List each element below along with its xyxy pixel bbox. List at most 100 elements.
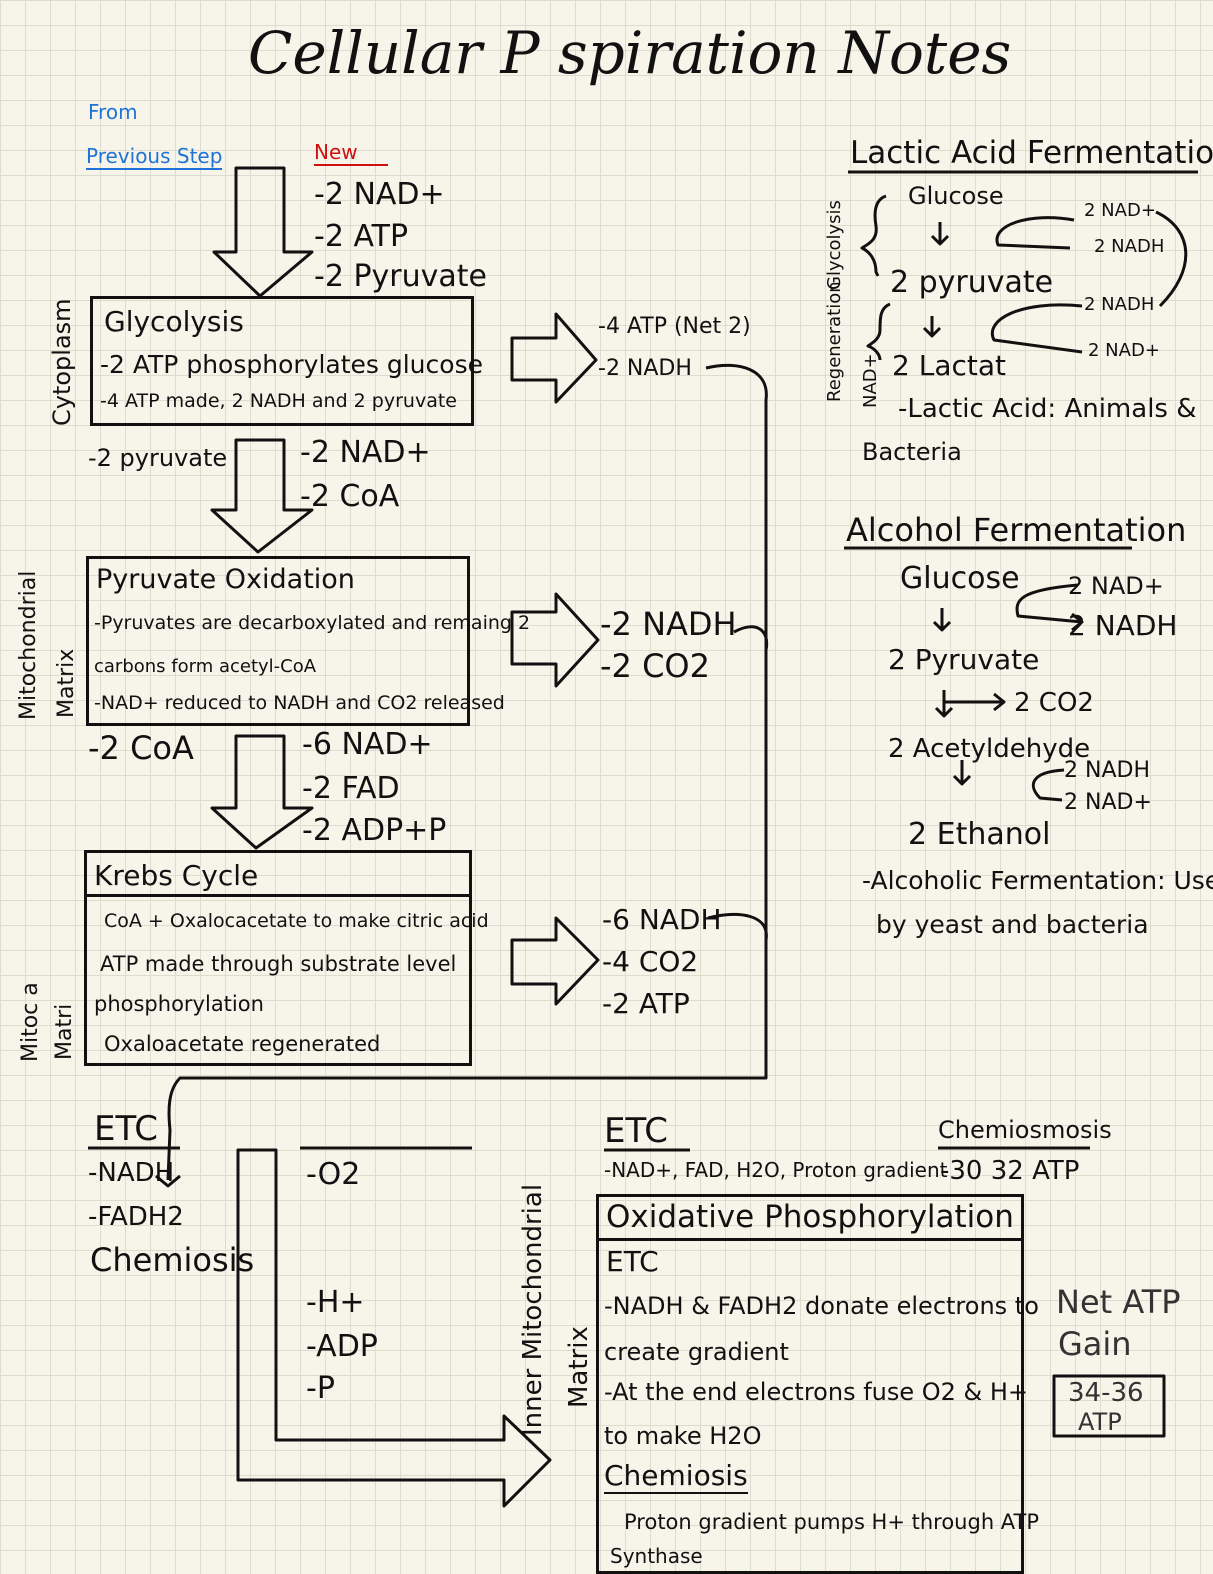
lactic-side-label-nad: NAD+: [860, 353, 881, 408]
oxphos-header-divider: [596, 1238, 1024, 1241]
l-arrow: [236, 1148, 552, 1508]
etc-input-chemiosis: Chemiosis: [90, 1241, 255, 1279]
pyruvate-oxidation-output-co2: -2 CO2: [600, 647, 710, 685]
oxphos-line-2: create gradient: [604, 1338, 789, 1366]
pyruvate-oxidation-line-2: carbons form acetyl-CoA: [94, 656, 317, 677]
inner-mito-label-a: Inner Mitochondrial: [518, 1183, 548, 1436]
alcohol-glucose: Glucose: [900, 561, 1020, 596]
krebs-input-adp: -2 ADP+P: [302, 813, 447, 848]
oxphos-line-3: -At the end electrons fuse O2 & H+: [604, 1378, 1029, 1406]
oxphos-chemiosis-line-2: Synthase: [610, 1544, 703, 1568]
alcohol-heading: Alcohol Fermentation: [846, 511, 1187, 549]
alcohol-co2: 2 CO2: [1014, 688, 1094, 718]
oxphos-line-4: to make H2O: [604, 1422, 762, 1450]
mito-matrix-label-1a: Mitochondrial: [16, 570, 41, 720]
legend-from: From: [88, 100, 138, 124]
krebs-line-4: Oxaloacetate regenerated: [104, 1032, 381, 1056]
down-arrow-1: [212, 166, 314, 298]
krebs-line-1: CoA + Oxalocacetate to make citric acid: [104, 910, 489, 932]
krebs-input-prev: -2 CoA: [88, 729, 194, 767]
lactic-note-2: Bacteria: [862, 438, 962, 466]
mito-matrix-label-2b: Matri: [52, 1003, 77, 1060]
alcohol-note-2: by yeast and bacteria: [876, 910, 1149, 939]
glycolysis-line-2: -4 ATP made, 2 NADH and 2 pyruvate: [100, 390, 457, 412]
alcohol-acetaldehyde: 2 Acetyldehyde: [888, 734, 1091, 764]
oxphos-chemiosis-line-1: Proton gradient pumps H+ through ATP: [624, 1510, 1040, 1534]
glycolysis-box: [90, 296, 474, 426]
krebs-line-2: ATP made through substrate level: [100, 952, 457, 976]
net-atp-value-2: ATP: [1078, 1408, 1122, 1436]
lactic-glucose: Glucose: [908, 182, 1004, 210]
net-atp-value-1: 34-36: [1068, 1378, 1144, 1408]
krebs-input-nad: -6 NAD+: [302, 727, 433, 762]
right-arrow-2: [510, 592, 600, 688]
pyruvate-oxidation-heading: Pyruvate Oxidation: [96, 564, 355, 595]
alcohol-cofactor-bottom-2: 2 NAD+: [1064, 790, 1152, 815]
krebs-input-fad: -2 FAD: [302, 771, 400, 806]
net-atp-label-1: Net ATP: [1056, 1283, 1181, 1321]
mito-matrix-label-2a: Mitoc a: [18, 982, 43, 1062]
oxphos-chemiosis-heading: Chemiosis: [604, 1459, 748, 1494]
lactic-pyruvate: 2 pyruvate: [890, 265, 1054, 300]
lactic-heading: Lactic Acid Fermentation: [850, 135, 1213, 171]
krebs-output-nadh: -6 NADH: [602, 903, 722, 936]
pyruvate-oxidation-box: [86, 556, 470, 726]
net-atp-label-2: Gain: [1058, 1325, 1132, 1363]
inner-mito-label-b: Matrix: [564, 1326, 594, 1408]
alcohol-cofactor-top-2: 2 NADH: [1068, 609, 1178, 642]
oxphos-heading: Oxidative Phosphorylation: [606, 1199, 1014, 1235]
glycolysis-line-1: -2 ATP phosphorylates glucose: [100, 350, 483, 379]
oxphos-line-1: -NADH & FADH2 donate electrons to: [604, 1292, 1039, 1320]
pyruvate-oxidation-line-1: -Pyruvates are decarboxylated and remain…: [94, 612, 531, 634]
chemiosmosis-heading: Chemiosmosis: [938, 1116, 1112, 1144]
pyruvate-input-nad: -2 NAD+: [300, 435, 431, 470]
glycolysis-output-nadh: -2 NADH: [598, 356, 692, 381]
alcohol-cofactor-bottom-1: 2 NADH: [1064, 758, 1150, 783]
legend-new: New: [314, 142, 388, 166]
pyruvate-oxidation-output-nadh: -2 NADH: [600, 605, 737, 643]
lactic-cofactor-top-2: 2 NADH: [1094, 236, 1165, 257]
glycolysis-output-atp: -4 ATP (Net 2): [598, 314, 751, 339]
oxphos-etc-heading: ETC: [606, 1245, 659, 1278]
lactic-cofactor-top-1: 2 NAD+: [1084, 200, 1156, 221]
krebs-line-3: phosphorylation: [94, 992, 264, 1016]
etc-output-line: -NAD+, FAD, H2O, Proton gradient: [604, 1158, 948, 1182]
krebs-output-atp: -2 ATP: [602, 987, 690, 1020]
right-arrow-1: [510, 312, 598, 404]
krebs-output-co2: -4 CO2: [602, 945, 699, 978]
lactic-lactate: 2 Lactat: [892, 349, 1006, 382]
etc-input-o2: -O2: [306, 1157, 361, 1192]
lactic-cofactor-bottom-1: 2 NADH: [1084, 294, 1155, 315]
mito-matrix-label-1b: Matrix: [54, 648, 79, 718]
etc-input-adp: -ADP: [306, 1329, 378, 1364]
alcohol-ethanol: 2 Ethanol: [908, 817, 1051, 852]
right-arrow-3: [510, 916, 600, 1006]
etc-output-heading: ETC: [604, 1111, 668, 1151]
lactic-side-label-regeneration: Regeneration: [824, 281, 845, 402]
pyruvate-input-prev: -2 pyruvate: [88, 444, 228, 472]
cytoplasm-label: Cytoplasm: [48, 298, 76, 426]
pyruvate-input-coa: -2 CoA: [300, 479, 400, 514]
glycolysis-input-pyruvate: -2 Pyruvate: [314, 259, 487, 294]
alcohol-note-1: -Alcoholic Fermentation: Used: [862, 866, 1213, 895]
glycolysis-input-atp: -2 ATP: [314, 219, 409, 254]
lactic-side-label-glycolysis: Glycolysis: [824, 200, 845, 290]
page-title: Cellular P spiration Notes: [248, 19, 1012, 87]
chemiosmosis-value: -30 32 ATP: [940, 1156, 1080, 1186]
etc-input-p: -P: [306, 1371, 335, 1406]
glycolysis-heading: Glycolysis: [104, 305, 244, 338]
pyruvate-oxidation-line-3: -NAD+ reduced to NADH and CO2 released: [94, 692, 505, 714]
alcohol-cofactor-top-1: 2 NAD+: [1068, 572, 1164, 600]
etc-input-nadh: -NADH: [88, 1158, 175, 1188]
etc-input-h: -H+: [306, 1285, 365, 1320]
krebs-heading: Krebs Cycle: [94, 859, 259, 892]
krebs-box: [84, 850, 472, 1066]
lactic-note-1: -Lactic Acid: Animals &: [898, 394, 1197, 424]
down-arrow-3: [210, 734, 314, 850]
krebs-header-divider: [84, 894, 472, 897]
glycolysis-input-nad: -2 NAD+: [314, 177, 445, 212]
alcohol-pyruvate: 2 Pyruvate: [888, 643, 1040, 676]
etc-input-heading: ETC: [94, 1109, 158, 1149]
etc-input-fadh2: -FADH2: [88, 1202, 184, 1232]
lactic-cofactor-bottom-2: 2 NAD+: [1088, 340, 1160, 361]
